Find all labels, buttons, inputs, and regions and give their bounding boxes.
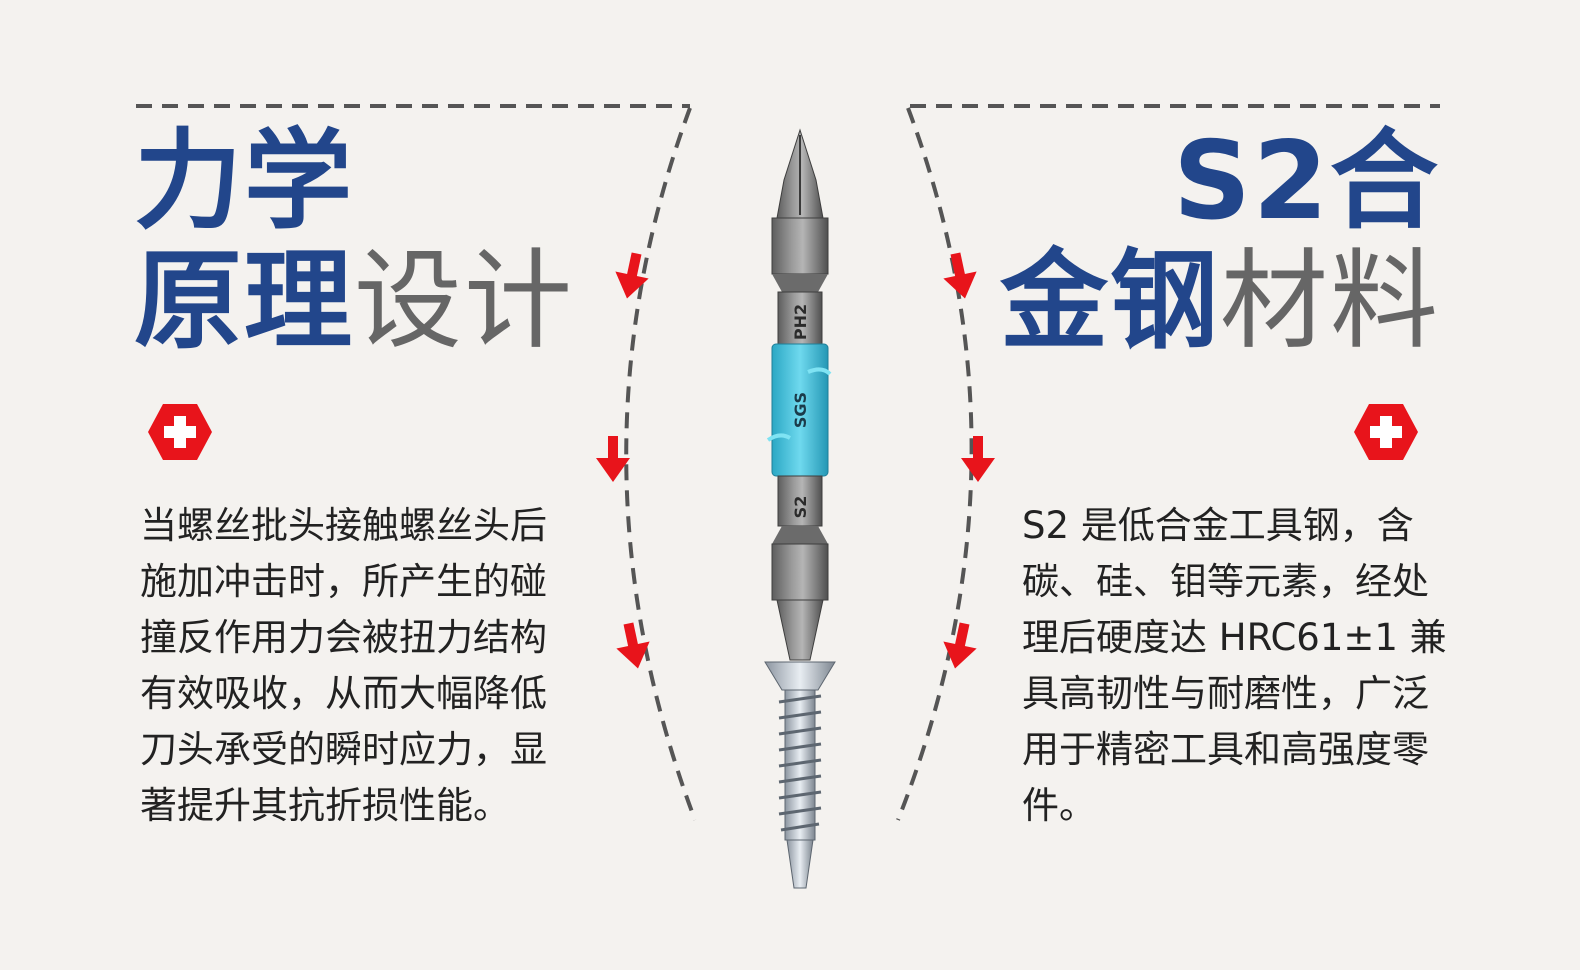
right-title-light: 材料 <box>1219 239 1440 364</box>
swiss-cross-hexagon-icon <box>148 404 212 460</box>
bit-label-ph2: PH2 <box>791 304 810 340</box>
right-title-line1: S2合 <box>1173 128 1440 236</box>
left-title-line1: 力学 <box>134 128 354 236</box>
left-title-line2: 原理设计 <box>134 248 574 356</box>
left-title-light: 设计 <box>354 239 575 364</box>
red-arrow-icon <box>615 252 649 299</box>
left-dashed-arc <box>624 107 697 821</box>
bit-label-s2: S2 <box>791 496 810 519</box>
swiss-cross-hexagon-icon <box>1354 404 1418 460</box>
red-arrow-icon <box>596 436 630 482</box>
left-description: 当螺丝批头接触螺丝头后施加冲击时，所产生的碰撞反作用力会被扭力结构有效吸收，从而… <box>140 504 547 827</box>
bit-label-sgs: SGS <box>791 392 810 428</box>
left-arrow-group <box>596 252 650 669</box>
red-arrow-icon <box>616 622 650 669</box>
red-arrow-icon <box>943 252 977 299</box>
red-arrow-icon <box>961 436 995 482</box>
right-title-bold-1: S2合 <box>1173 119 1440 244</box>
right-title-line2: 金钢材料 <box>1000 248 1440 356</box>
right-description: S2 是低合金工具钢，含碳、硅、钼等元素，经处理后硬度达 HRC61±1 兼具高… <box>1022 504 1447 827</box>
screwdriver-bit-image <box>764 128 836 889</box>
red-arrow-icon <box>943 622 977 669</box>
right-title-bold-2: 金钢 <box>999 239 1220 364</box>
left-title-bold-1: 力学 <box>134 119 355 244</box>
left-title-bold-2: 原理 <box>134 239 355 364</box>
right-arrow-group <box>943 252 995 669</box>
right-dashed-arc <box>896 107 974 821</box>
